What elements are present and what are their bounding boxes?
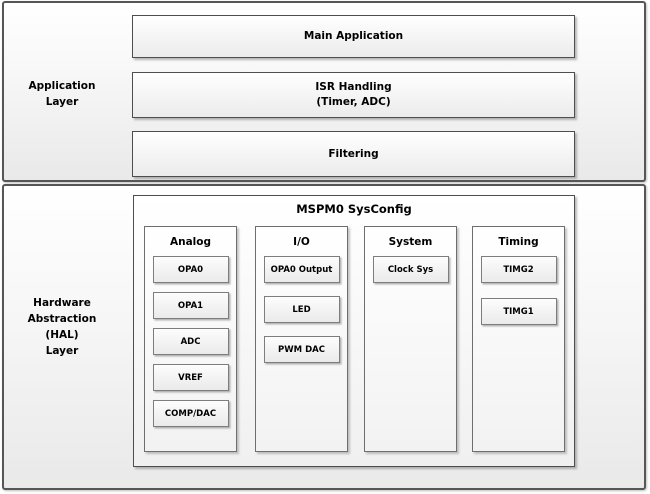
module-chip-vref: VREF [152,364,229,391]
module-chip-opa0-output: OPA0 Output [263,256,340,283]
label-line: Hardware [33,297,91,309]
label-line: Application [28,80,96,92]
io-column: I/O OPA0 Output LED PWM DAC [255,226,348,452]
module-chip-comp-dac: COMP/DAC [152,400,229,427]
io-module-list: OPA0 Output LED PWM DAC [263,256,340,363]
isr-handling-box: ISR Handling (Timer, ADC) [132,72,575,118]
box-label-line: Main Application [303,30,404,42]
box-label-line: ISR Handling [315,81,392,93]
filtering-box: Filtering [132,131,575,177]
label-line: Layer [45,345,79,357]
application-layer-label: Application Layer [12,78,112,110]
hal-layer-label: Hardware Abstraction (HAL) Layer [12,295,112,359]
module-chip-opa1: OPA1 [152,292,229,319]
module-chip-timg1: TIMG1 [480,298,557,325]
column-title: I/O [293,236,310,248]
module-chip-timg2: TIMG2 [480,256,557,283]
box-label-line: (Timer, ADC) [316,96,391,108]
main-application-box: Main Application [132,15,575,58]
system-module-list: Clock Sys [372,256,449,283]
box-label-line: Filtering [328,147,379,160]
module-chip-clock-sys: Clock Sys [372,256,449,283]
label-line: (HAL) [45,329,79,341]
timing-column: Timing TIMG2 TIMG1 [472,226,565,452]
module-chip-pwm-dac: PWM DAC [263,336,340,363]
analog-module-list: OPA0 OPA1 ADC VREF COMP/DAC [152,256,229,427]
analog-column: Analog OPA0 OPA1 ADC VREF COMP/DAC [144,226,237,452]
module-chip-led: LED [263,296,340,323]
module-chip-adc: ADC [152,328,229,355]
label-line: Abstraction [27,313,97,325]
module-chip-opa0: OPA0 [152,256,229,283]
column-title: System [388,236,433,248]
sysconfig-title: MSPM0 SysConfig [296,202,412,216]
column-title: Analog [169,236,211,248]
timing-module-list: TIMG2 TIMG1 [480,256,557,325]
label-line: Layer [45,96,79,108]
column-title: Timing [498,236,539,248]
system-column: System Clock Sys [364,226,457,452]
